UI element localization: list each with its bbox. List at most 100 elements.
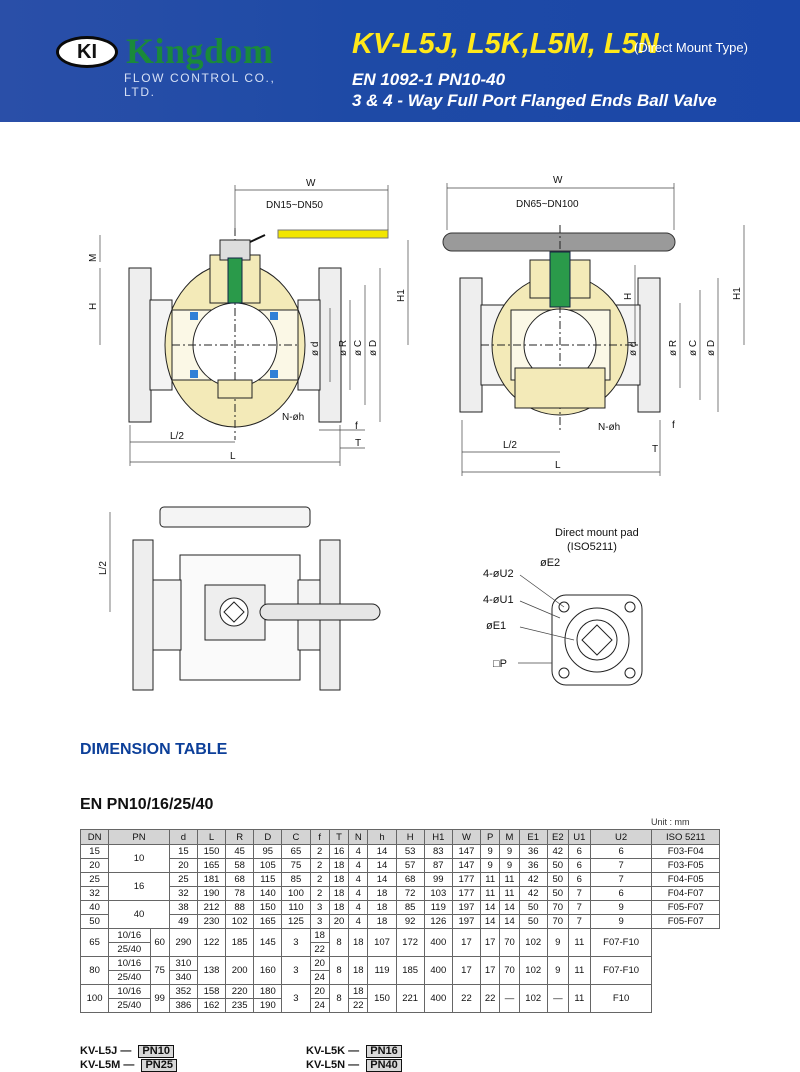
table-cell: 8 [328, 984, 350, 1013]
table-cell: 4 [348, 914, 369, 929]
table-cell: 197 [451, 900, 482, 915]
table-cell: 58 [225, 858, 255, 873]
table-cell: 18 [328, 872, 350, 887]
dim-d-right: ø d [628, 342, 639, 356]
table-cell: 18 [328, 900, 350, 915]
table-cell: 180 [253, 984, 283, 999]
table-cell: 158 [196, 984, 227, 999]
table-cell: 11 [480, 886, 501, 901]
table-cell: 400 [423, 928, 453, 957]
table-cell: 25 [168, 872, 198, 887]
table-cell: 400 [423, 984, 453, 1013]
legend-l5k: KV-L5K — PN16 [306, 1045, 402, 1058]
table-cell: 7 [567, 886, 591, 901]
table-cell: 85 [281, 872, 311, 887]
table-cell: 68 [225, 872, 255, 887]
valve-drawing-large [442, 225, 676, 430]
table-cell: 22 [480, 984, 501, 1013]
table-cell: 36 [518, 858, 548, 873]
table-cell: 18 [348, 956, 369, 985]
description-line: 3 & 4 - Way Full Port Flanged Ends Ball … [352, 91, 717, 110]
col-u2: U2 [589, 829, 653, 845]
table-cell: 17 [451, 956, 482, 985]
table-cell: 65 [79, 928, 110, 957]
table-cell: 88 [225, 900, 255, 915]
pad-e1: øE1 [486, 620, 506, 632]
table-cell: 200 [225, 956, 255, 985]
table-cell: 8 [328, 928, 350, 957]
legend-l5j: KV-L5J — PN10 [80, 1045, 174, 1058]
table-cell: 80 [79, 956, 110, 985]
dim-l2-left: L/2 [170, 431, 184, 442]
dim-l-right: L [555, 460, 561, 471]
table-cell: 8 [328, 956, 350, 985]
table-cell: F10 [589, 984, 653, 1013]
col-t: T [328, 829, 350, 845]
table-cell: 42 [518, 886, 548, 901]
table-cell: 11 [480, 872, 501, 887]
table-cell: F05-F07 [651, 900, 720, 915]
table-cell: 87 [423, 858, 453, 873]
table-cell: 160 [253, 956, 283, 985]
table-cell: 14 [499, 900, 520, 915]
table-cell: 3 [309, 900, 330, 915]
table-cell: 10/16 [108, 984, 151, 999]
table-cell: 15 [168, 844, 198, 859]
table-cell: 18 [328, 886, 350, 901]
table-cell: 99 [149, 984, 170, 1013]
company-name: Kingdom [126, 31, 274, 71]
table-cell: 16 [108, 872, 170, 901]
table-cell: 9 [546, 928, 569, 957]
table-cell: 65 [281, 844, 311, 859]
col-iso: ISO 5211 [651, 829, 720, 845]
table-cell: 50 [79, 914, 110, 929]
table-cell: 122 [196, 928, 227, 957]
table-cell: 145 [253, 928, 283, 957]
table-cell: 14 [367, 872, 397, 887]
dims-large [446, 183, 745, 476]
table-cell: 7 [567, 914, 591, 929]
table-cell: 24 [309, 998, 330, 1013]
table-cell: 50 [518, 900, 548, 915]
dim-d-left: ø d [310, 342, 321, 356]
table-cell: — [546, 984, 569, 1013]
table-cell: 102 [225, 914, 255, 929]
table-cell: 42 [546, 844, 569, 859]
pad-u1: 4-øU1 [483, 594, 514, 606]
table-cell: — [499, 984, 520, 1013]
table-cell: 4 [348, 872, 369, 887]
table-cell: 83 [423, 844, 453, 859]
col-pn: PN [108, 829, 170, 845]
table-cell: 22 [348, 998, 369, 1013]
table-cell: 150 [196, 844, 227, 859]
col-u1: U1 [567, 829, 591, 845]
dim-f-right: f [672, 420, 675, 431]
table-cell: 4 [348, 900, 369, 915]
pad-iso: (ISO5211) [567, 541, 617, 553]
table-cell: 42 [518, 872, 548, 887]
table-cell: 352 [168, 984, 198, 999]
table-cell: 75 [149, 956, 170, 985]
table-cell: 45 [225, 844, 255, 859]
dim-l2-top: L/2 [98, 561, 109, 575]
table-cell: 115 [253, 872, 283, 887]
table-cell: 50 [546, 886, 569, 901]
logo-mark: KI [56, 36, 118, 68]
dimension-table-title: DIMENSION TABLE [80, 741, 228, 758]
pad-u2: 4-øU2 [483, 568, 514, 580]
table-cell: 212 [196, 900, 227, 915]
table-cell: 49 [168, 914, 198, 929]
size-label-left: DN15~DN50 [266, 200, 323, 211]
size-label-right: DN65~DN100 [516, 199, 579, 210]
table-cell: 9 [480, 844, 501, 859]
table-cell: 150 [367, 984, 397, 1013]
table-cell: 4 [348, 858, 369, 873]
valve-top-view [132, 506, 381, 691]
table-cell: 50 [518, 914, 548, 929]
dim-m-left: M [88, 254, 99, 262]
pad-title: Direct mount pad [555, 527, 639, 539]
